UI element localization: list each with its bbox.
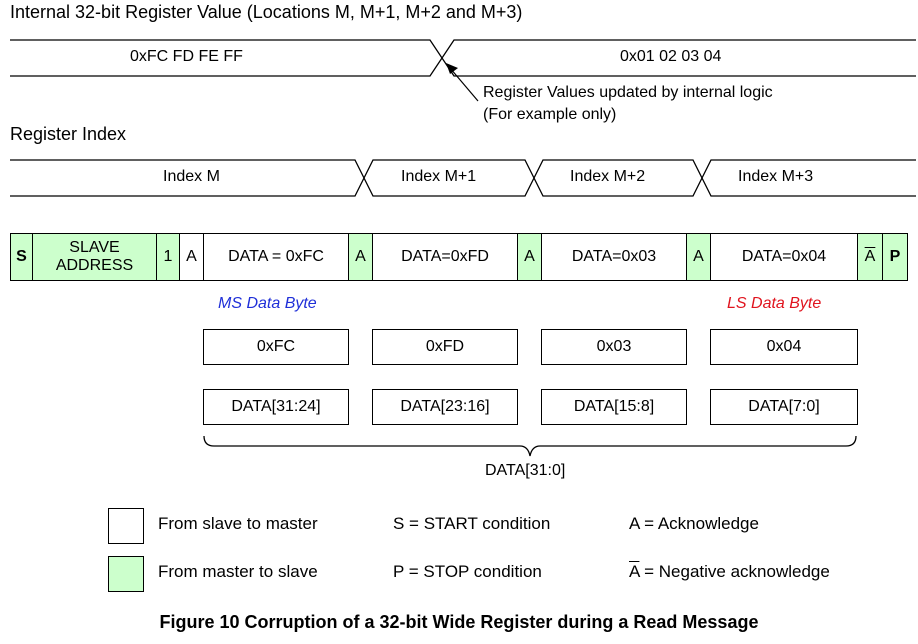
byte-box-0: 0xFC [203,329,349,365]
slave-ack-cell: A [179,233,204,281]
legend-stop-def: P = STOP condition [393,562,542,581]
legend-master-to-slave: From master to slave [158,562,318,581]
word-range-label: DATA[31:0] [485,462,566,479]
update-arrow [446,63,479,102]
master-ack-2-cell: A [517,233,542,281]
data-byte-4-cell: DATA=0x04 [710,233,858,281]
legend-slave-to-master: From slave to master [158,514,318,533]
index-m-label: Index M [163,168,220,185]
figure-caption: Figure 10 Corruption of a 32-bit Wide Re… [159,612,759,632]
index-m1-label: Index M+1 [401,168,477,185]
legend-start-def: S = START condition [393,514,551,533]
register-value-bus [10,39,916,77]
master-ack-1-cell: A [348,233,373,281]
bit-range-box-1: DATA[23:16] [372,389,518,425]
slave-address-line1: SLAVE [69,239,120,256]
bit-range-box-2: DATA[15:8] [541,389,687,425]
legend-swatch-master-to-slave [108,556,144,592]
bit-range-box-0: DATA[31:24] [203,389,349,425]
ls-data-byte-label: LS Data Byte [727,295,822,312]
data-byte-2-cell: DATA=0xFD [372,233,518,281]
register-index-title: Register Index [10,124,127,144]
read-bit-cell: 1 [156,233,180,281]
byte-box-2: 0x03 [541,329,687,365]
update-annotation-line2: (For example only) [483,106,617,123]
legend-nack-symbol: A [629,562,640,581]
slave-address-line2: ADDRESS [55,257,134,274]
update-annotation-line1: Register Values updated by internal logi… [483,84,773,101]
index-m2-label: Index M+2 [570,168,646,185]
legend-ack-def: A = Acknowledge [629,514,759,533]
slave-address-cell: SLAVE ADDRESS [32,233,157,281]
start-condition-cell: S [10,233,33,281]
byte-box-3: 0x04 [710,329,858,365]
legend-nack-def: A = Negative acknowledge [629,562,830,582]
master-nack-cell: A [857,233,883,281]
ms-data-byte-label: MS Data Byte [218,295,317,312]
data-byte-1-cell: DATA = 0xFC [203,233,349,281]
register-index-bus [10,159,916,197]
old-register-value: 0xFC FD FE FF [130,48,243,65]
stop-condition-cell: P [882,233,908,281]
legend-swatch-slave-to-master [108,508,144,544]
data-brace [203,435,857,457]
data-byte-3-cell: DATA=0x03 [541,233,687,281]
new-register-value: 0x01 02 03 04 [620,48,722,65]
master-ack-3-cell: A [686,233,711,281]
register-value-title: Internal 32-bit Register Value (Location… [10,2,523,22]
legend-nack-text: = Negative acknowledge [639,562,830,581]
bit-range-box-3: DATA[7:0] [710,389,858,425]
byte-box-1: 0xFD [372,329,518,365]
nack-symbol: A [864,248,876,265]
index-m3-label: Index M+3 [738,168,814,185]
